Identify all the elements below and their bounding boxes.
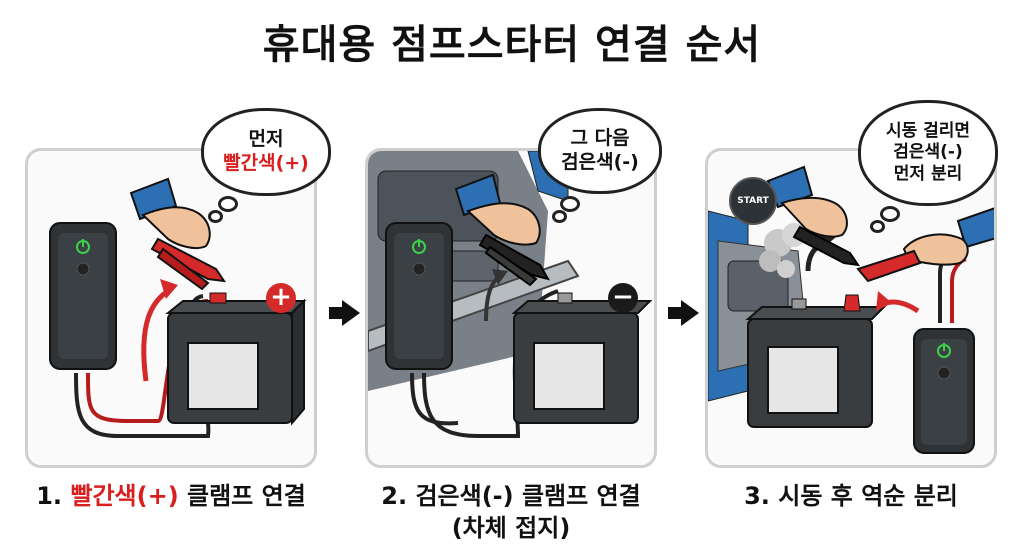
bubble-line-red: 빨간색(+): [223, 152, 309, 176]
step-2-speech-bubble: 그 다음 검은색(-): [538, 108, 662, 194]
minus-sign-icon: −: [608, 283, 638, 313]
bubble-tail-dot: [560, 196, 580, 212]
battery-label: [768, 347, 838, 413]
caption-text: 3. 시동 후 역순 분리: [744, 482, 958, 510]
caption-line: 2. 검은색(-) 클램프 연결: [355, 480, 667, 512]
bubble-tail-dot: [552, 210, 567, 223]
step-3-caption: 3. 시동 후 역순 분리: [705, 480, 997, 512]
page-title: 휴대용 점프스타터 연결 순서: [0, 12, 1024, 70]
step-3-speech-bubble: 시동 걸리면 검은색(-) 먼저 분리: [858, 100, 998, 206]
start-button-icon: START: [729, 177, 777, 225]
bubble-tail-dot: [208, 210, 223, 223]
step-1-speech-bubble: 먼저 빨간색(+): [201, 108, 331, 196]
step-2-caption: 2. 검은색(-) 클램프 연결 (차체 접지): [355, 480, 667, 545]
arrow-to-terminal: [144, 291, 168, 381]
caption-highlight: 빨간색(+): [70, 482, 178, 510]
bubble-tail-dot: [218, 196, 238, 212]
arrow-right-icon-stem: [668, 307, 682, 319]
arrow-right-icon: [681, 300, 699, 326]
step-1-caption: 1. 빨간색(+) 클램프 연결: [25, 480, 317, 512]
caption-line: (차체 접지): [355, 512, 667, 544]
positive-terminal: [210, 293, 226, 303]
plus-sign-icon: +: [266, 283, 296, 313]
red-terminal-cover: [844, 295, 860, 311]
bubble-line: 검은색(-): [561, 151, 639, 175]
battery-label: [188, 343, 258, 409]
bubble-line: 검은색(-): [893, 142, 963, 163]
hand: [143, 207, 210, 248]
caption-number: 1.: [36, 482, 62, 510]
battery-label: [534, 343, 604, 409]
arrow-right-icon-stem: [329, 307, 343, 319]
bubble-tail-dot: [880, 206, 900, 222]
bubble-line: 먼저: [249, 128, 284, 152]
red-clamp: [858, 251, 920, 281]
bubble-tail-dot: [870, 220, 885, 233]
bubble-line: 시동 걸리면: [886, 121, 970, 142]
bubble-line: 먼저 분리: [894, 164, 962, 185]
bubble-line: 그 다음: [570, 127, 629, 151]
negative-terminal: [558, 293, 572, 303]
arrow-right-icon: [342, 300, 360, 326]
caption-text: 클램프 연결: [179, 482, 306, 510]
